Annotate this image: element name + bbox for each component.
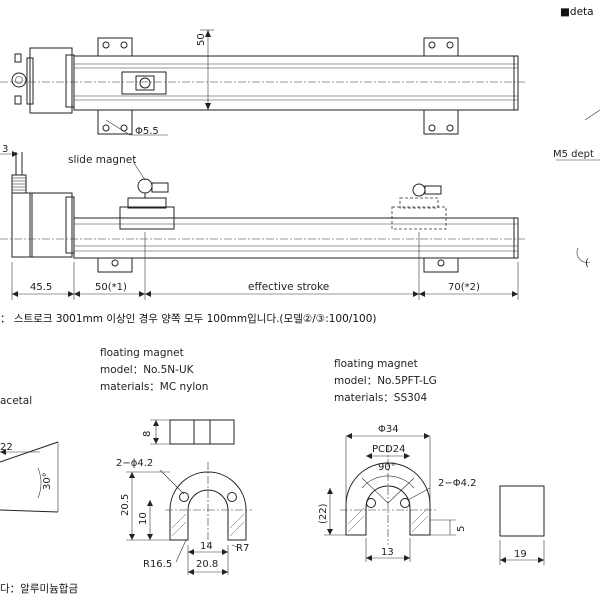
bracket-top-left [97,37,133,57]
end-knob-icon [11,72,27,88]
pft-title: floating magnet [334,358,418,370]
stroke-note-korean: ： 스트로크 3001mm 이상인 경우 양쪽 모두 100mm입니다.(모델②… [0,312,376,325]
nuk-dim-20-8: 20.8 [196,559,218,570]
dim-height-50: 50 [196,33,207,46]
nuk-hole-right-icon [227,492,237,502]
nuk-dim-holes: 2−ϕ4.2 [116,458,153,469]
dim-stub-3: 3 [2,144,8,155]
bracket-bottom-left [97,109,133,135]
nuk-title: floating magnet [100,347,184,359]
nuk-model: model：No.5N-UK [100,364,195,376]
dim-hole-diameter: Φ5.5 [135,126,159,137]
slide-magnet-knob-icon [137,178,153,194]
circled-mark-partial: ( [585,258,589,269]
nuk-materials: materials：MC nylon [100,381,208,393]
pft-dim-13: 13 [381,547,394,558]
nuk-hole-left-icon [179,492,189,502]
m5-depth-label: M5 dept [553,149,594,160]
pft-front-view [324,433,456,562]
pft-dim-phi34: Φ34 [378,424,399,435]
dim-50-star1: 50(*1) [95,282,127,293]
pft-dim-holes: 2−Φ4.2 [438,478,477,489]
right-detail-partial [556,109,600,263]
nuk-dim-r7: R7 [236,543,249,554]
pft-dim-5: 5 [456,526,467,532]
detail-section-label: ■deta [560,6,594,18]
nuk-dim-8: 8 [142,431,153,437]
footer-material-korean: 다：알루미늄합금 [0,583,78,595]
effective-stroke-label: effective stroke [248,281,329,293]
pft-materials: materials：SS304 [334,392,427,404]
pft-dim-19: 19 [514,549,527,560]
bracket-bottom-right [423,109,459,135]
acetal-dim-30deg: 30° [42,472,53,490]
acetal-dim-22: 22 [0,442,13,453]
acetal-partial-drawing [0,441,59,513]
pft-model: model：No.5PFT-LG [334,375,437,387]
pft-dim-pcd24: PCD24 [372,444,405,455]
pft-hole-left-icon [366,498,376,508]
actuator-side-view [0,151,525,300]
nuk-dim-14: 14 [200,541,213,552]
pft-side-view [499,485,545,565]
acetal-label: acetal [0,395,32,407]
nuk-dim-20-5: 20.5 [120,494,131,516]
pft-dim-90deg: 90° [378,462,396,473]
slide-magnet-label: slide magnet [68,154,136,166]
pft-dim-22: (22) [318,503,329,524]
nuk-dim-r16-5: R16.5 [143,559,172,570]
nuk-side-view [150,419,235,445]
dim-45-5: 45.5 [30,282,52,293]
bracket-top-right [423,37,459,57]
pft-hole-right-icon [400,498,410,508]
nuk-front-view [126,462,252,575]
dim-70-star2: 70(*2) [448,282,480,293]
actuator-top-view [0,29,525,136]
nuk-dim-10: 10 [138,512,149,525]
